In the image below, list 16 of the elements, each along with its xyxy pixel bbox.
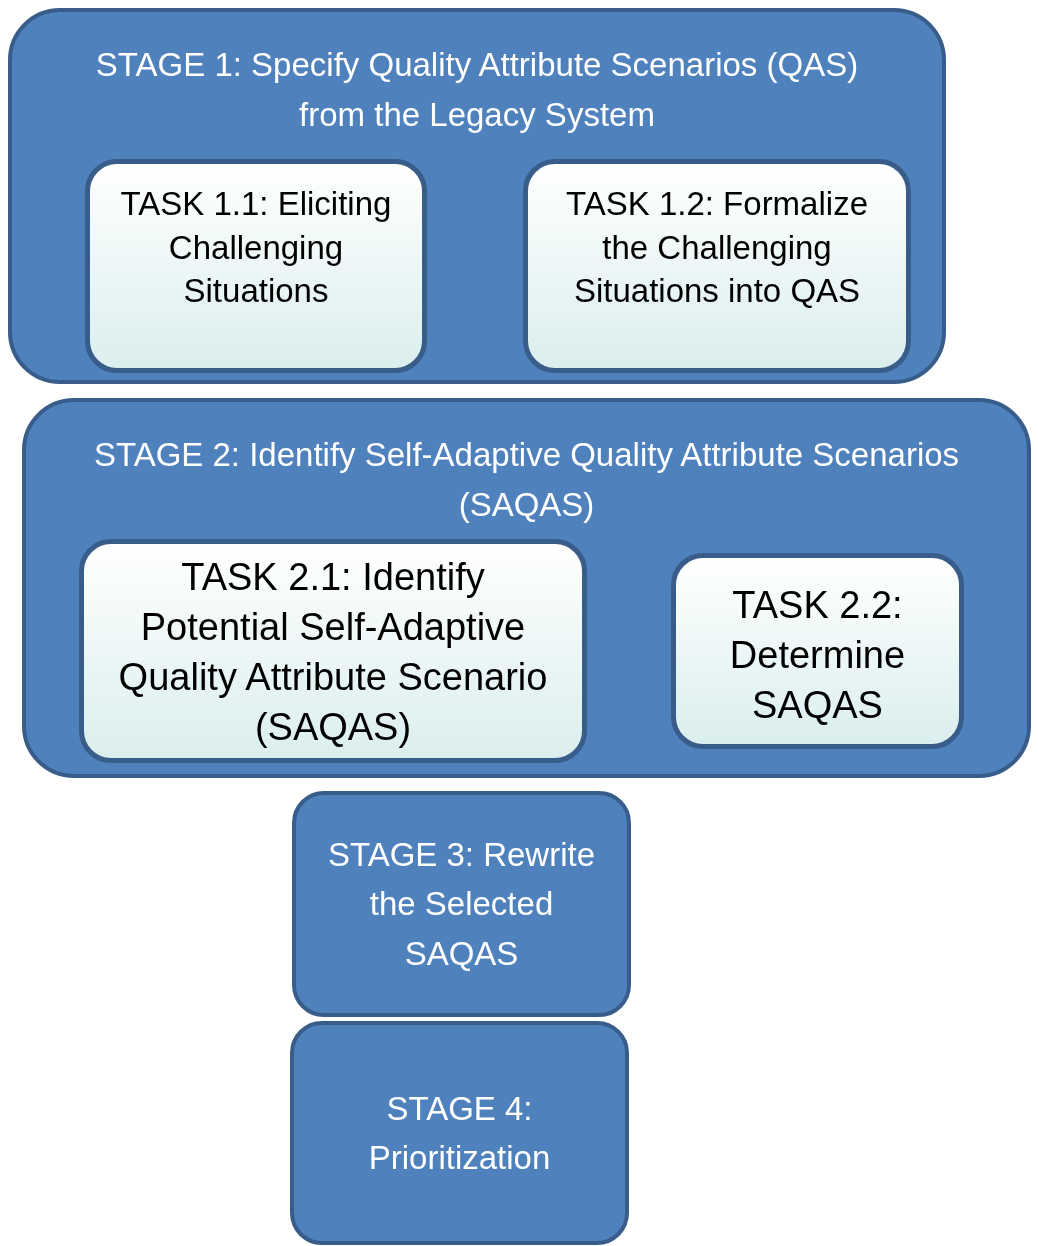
stage-box bbox=[22, 398, 1031, 778]
stage-title: STAGE 4: Prioritization bbox=[367, 1088, 552, 1178]
task-text: TASK 1.2: Formalize the Challenging Situations into QAS bbox=[565, 184, 869, 312]
stage-box bbox=[292, 791, 631, 1017]
task-box bbox=[671, 553, 964, 749]
task-text: TASK 2.1: Identify Potential Self-Adaptive Quality Attribute Scenario (SAQAS) bbox=[117, 555, 549, 751]
task-box bbox=[523, 159, 911, 373]
task-text: TASK 1.1: Eliciting Challenging Situations bbox=[119, 184, 393, 312]
stage-title: STAGE 1: Specify Quality Attribute Scenarios (QAS) from the Legacy System bbox=[94, 45, 860, 135]
task-box bbox=[85, 159, 427, 373]
stage-title: STAGE 2: Identify Self-Adaptive Quality Attribute Scenarios (SAQAS) bbox=[92, 435, 961, 525]
stage-title: STAGE 3: Rewrite the Selected SAQAS bbox=[326, 834, 597, 974]
task-text: TASK 2.2: Determine SAQAS bbox=[728, 583, 907, 729]
task-box bbox=[79, 539, 587, 763]
stage-box bbox=[290, 1021, 629, 1245]
stage-box bbox=[8, 8, 946, 384]
